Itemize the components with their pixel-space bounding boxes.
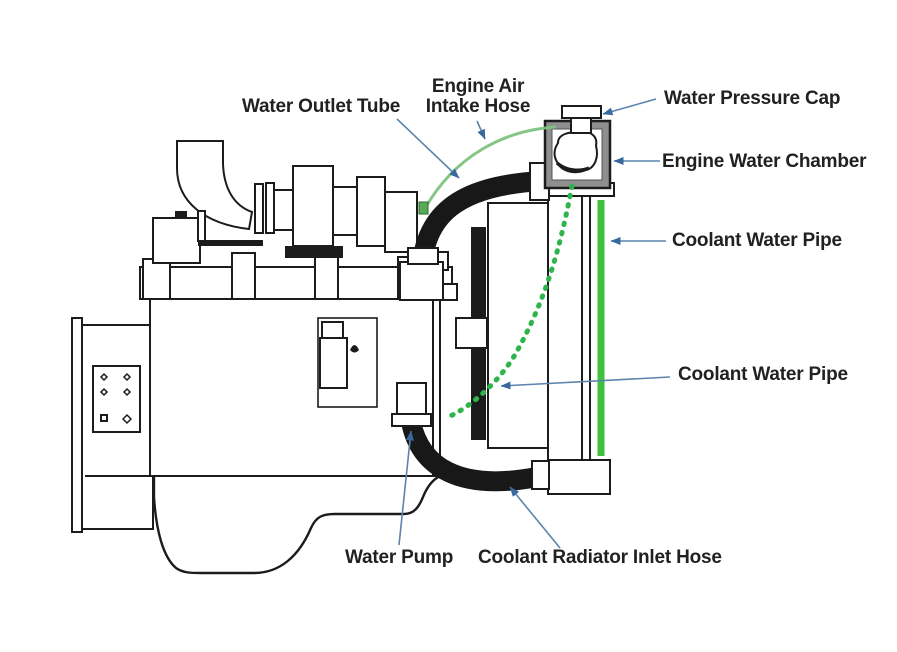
fan-shroud [487, 202, 550, 449]
coolant-radiator-inlet-hose-shape [401, 419, 539, 492]
water-pressure-cap-arrow [602, 98, 657, 116]
water-pump-arrow [398, 430, 414, 546]
label-engine-water-chamber: Engine Water Chamber [662, 151, 867, 172]
intake-connector [418, 201, 429, 215]
water-pressure-cap-shape [561, 105, 602, 134]
label-engine-air-intake-hose: Engine Air Intake Hose [417, 77, 539, 116]
hose-flanges [391, 413, 550, 490]
bolt-glyphs [99, 372, 133, 425]
label-water-outlet-tube: Water Outlet Tube [242, 96, 401, 117]
radiator-core [547, 195, 591, 461]
label-coolant-radiator-inlet-hose: Coolant Radiator Inlet Hose [478, 547, 722, 568]
water-pump-shape [396, 382, 427, 417]
label-coolant-water-pipe-upper: Coolant Water Pipe [672, 230, 842, 251]
engine-line-art [71, 140, 458, 575]
coolant-water-pipe-lower-arrow [500, 376, 671, 390]
label-water-pressure-cap: Water Pressure Cap [664, 88, 841, 109]
label-engine-air-intake-hose-line2: Intake Hose [425, 95, 531, 117]
leader-arrows [396, 98, 671, 549]
water-outlet-tube-arrow [396, 118, 460, 179]
label-engine-air-intake-hose-line1: Engine Air [431, 76, 525, 97]
coolant-radiator-inlet-hose-arrow [509, 486, 561, 549]
label-coolant-water-pipe-lower: Coolant Water Pipe [678, 364, 848, 385]
radiator-bottom-tank [547, 459, 611, 495]
engine-air-intake-hose-line [422, 125, 557, 211]
engine-air-intake-hose-arrow [476, 120, 486, 140]
coolant-water-pipe-dotted [445, 183, 575, 420]
label-water-pump: Water Pump [345, 547, 454, 568]
radiator-assembly [455, 182, 615, 495]
